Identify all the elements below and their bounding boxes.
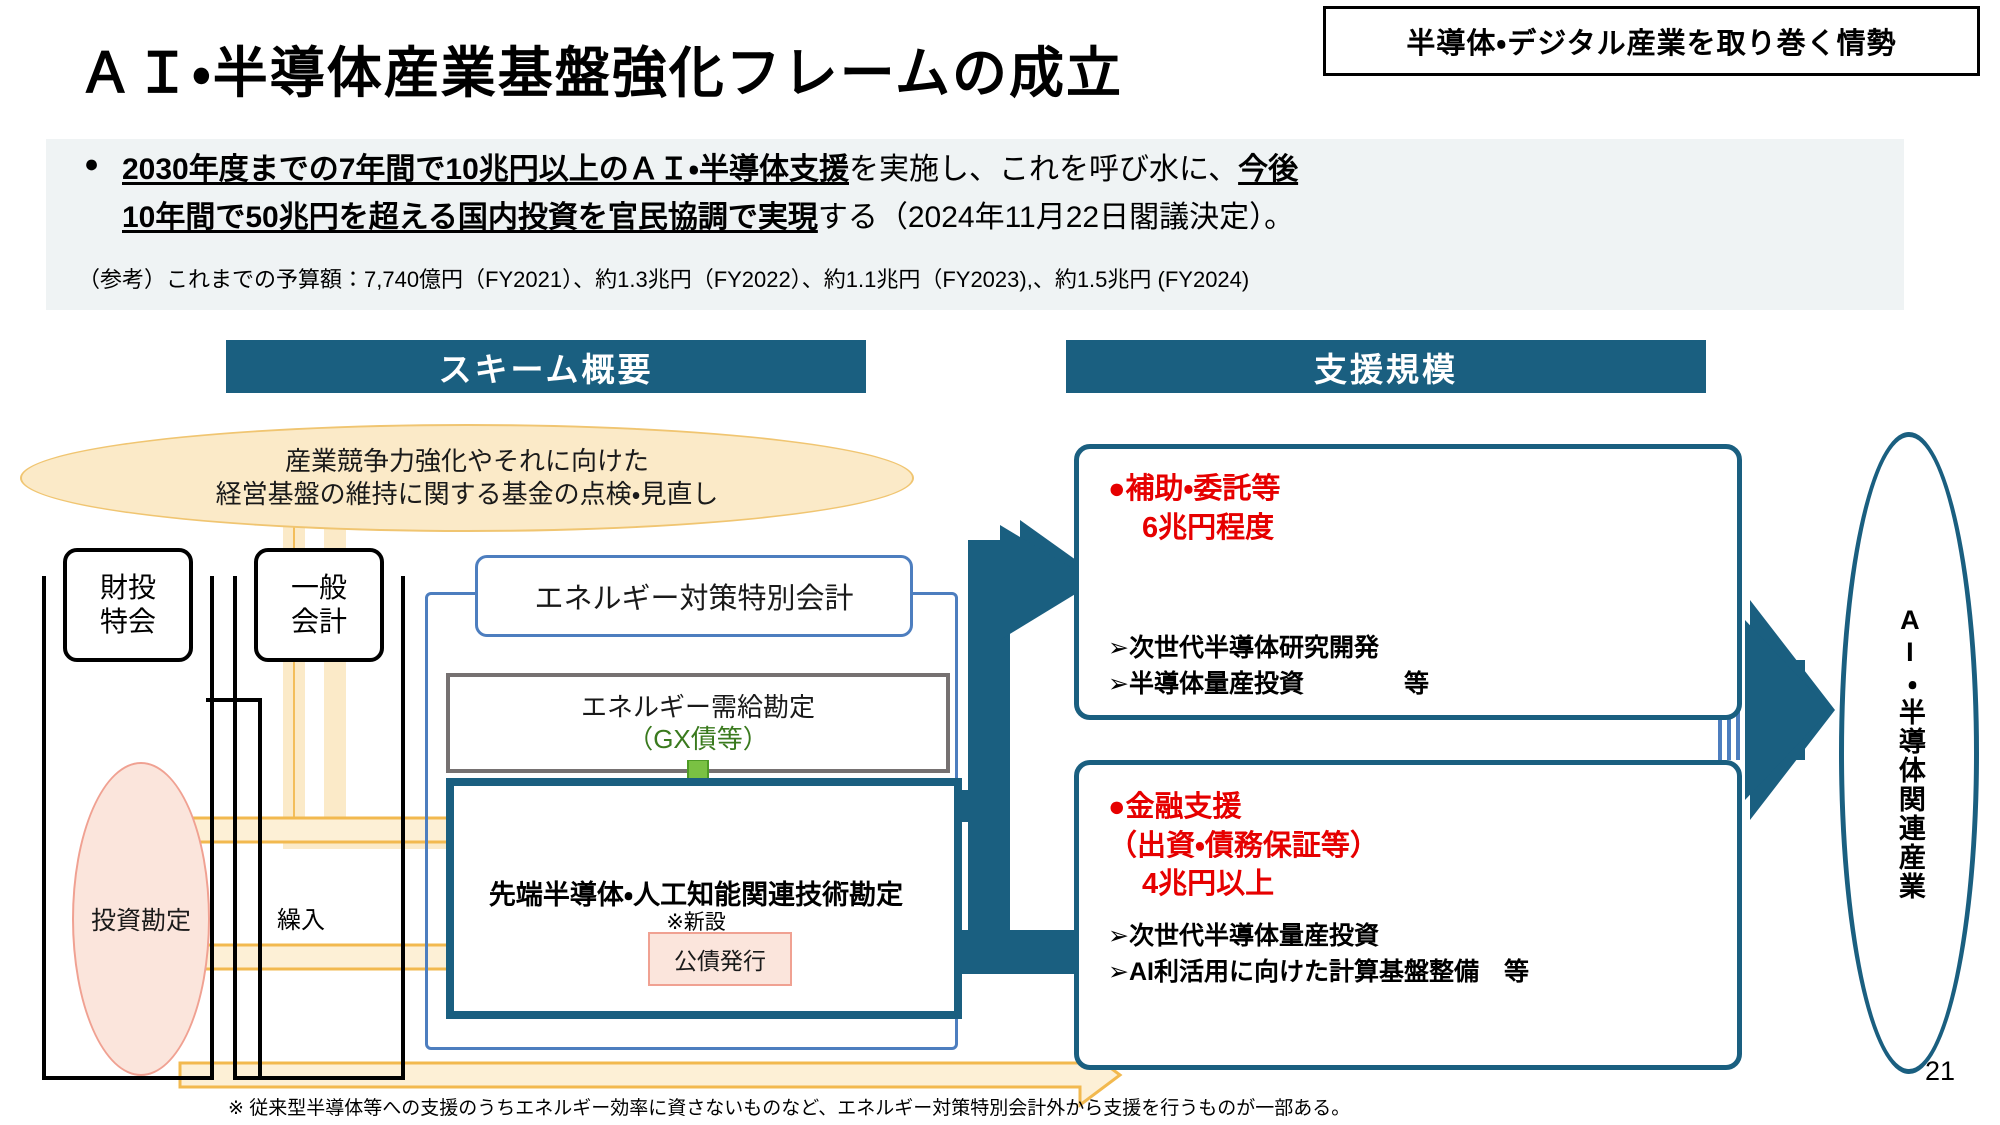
subsidy-support-box [1074,444,1742,720]
summary-band [46,139,1904,310]
zaito-chip-line2: 特会 [99,606,156,637]
page-title: ＡＩ・半導体産業基盤強化フレームの成立 [78,42,1124,104]
category-tag-label: 半導体・デジタル産業を取り巻く情勢 [1406,28,1897,60]
zaito-chip-line1: 財投 [99,572,156,604]
subsidy-support-heading: ●補助・委託等 6兆円程度 [1108,470,1280,547]
investment-account-label: 投資勘定 [90,907,191,935]
ippan-chip-line1: 一般 [290,572,347,604]
fund-review-ellipse: 産業競争力強化やそれに向けた 経営基盤の維持に関する基金の点検・見直し [20,424,914,532]
fund-review-line2: 経営基盤の維持に関する基金の点検・見直し [215,479,719,509]
page-number: 21 [1925,1056,1956,1086]
summary-line1-emphasis-b: 今後 [1238,153,1299,186]
summary-line2-emphasis: 10年間で50兆円を超える国内投資を官民協調で実現 [122,201,818,234]
gx-box-line1: エネルギー需給勘定 [580,691,815,722]
subsidy-item-2-label: 半導体量産投資 等 [1128,670,1429,699]
summary-reference-note: （参考）これまでの予算額：7,740億円（FY2021）、約1.3兆円（FY20… [78,267,1250,292]
subsidy-heading-line2: 6兆円程度 [1142,511,1275,544]
finance-list-item-2: ➢AI利活用に向けた計算基盤整備 等 [1108,954,1529,990]
financial-support-heading: ●金融支援 （出資・債務保証等） 4兆円以上 [1108,788,1379,904]
summary-line-1: 2030年度までの7年間で10兆円以上のＡＩ・半導体支援を実施し、これを呼び水に… [122,148,1882,192]
ippan-chip-line2: 会計 [290,606,347,637]
fund-review-line1: 産業競争力強化やそれに向けた [284,445,649,476]
finance-heading-line1: ●金融支援 [1108,791,1242,823]
category-tag-box: 半導体・デジタル産業を取り巻く情勢 [1323,6,1980,76]
finance-item-1-label: 次世代半導体量産投資 [1128,922,1379,950]
bond-issue-label: 公債発行 [674,948,766,974]
subsidy-list-item-2: ➢半導体量産投資 等 [1108,666,1429,702]
gx-box-line2: （GX債等） [627,724,769,754]
advanced-account-subtitle: ※新設 [666,911,726,934]
list-marker-icon: ➢ [1108,670,1129,699]
energy-special-account-title: エネルギー対策特別会計 [475,555,913,637]
ippan-account-chip: 一般 会計 [254,548,384,662]
section-header-scale: 支援規模 [1066,340,1706,393]
finance-heading-line3: 4兆円以上 [1142,868,1275,901]
advanced-account-title: 先端半導体・人工知能関連技術勘定 [488,880,904,910]
section-header-scheme-label: スキーム概要 [438,350,654,388]
outcome-industry-label: AI・半導体関連産業 [1894,605,1925,901]
summary-bullet-icon: ● [84,150,100,178]
outcome-industry-ellipse: AI・半導体関連産業 [1839,432,1979,1074]
finance-list-item-1: ➢次世代半導体量産投資 [1108,918,1529,954]
list-marker-icon: ➢ [1108,922,1129,950]
subsidy-heading-line1: ●補助・委託等 [1108,473,1281,505]
subsidy-list-item-1: ➢次世代半導体研究開発 [1108,630,1429,666]
summary-line2-plain: する（2024年11月22日閣議決定）。 [817,201,1295,234]
summary-line-2: 10年間で50兆円を超える国内投資を官民協調で実現する（2024年11月22日閣… [122,196,1902,240]
slide-footnote: ※ 従来型半導体等への支援のうちエネルギー効率に資さないものなど、エネルギー対策… [228,1098,1351,1119]
financial-support-box [1074,760,1742,1070]
section-header-scale-label: 支援規模 [1314,350,1458,388]
finance-item-2-label: AI利活用に向けた計算基盤整備 等 [1128,958,1529,987]
ippan-account-tube [233,576,405,1080]
summary-line1-emphasis-a: 2030年度までの7年間で10兆円以上のＡＩ・半導体支援 [122,153,849,186]
energy-supply-demand-account-box: エネルギー需給勘定 （GX債等） [446,673,950,773]
energy-special-account-label: エネルギー対策特別会計 [534,583,854,615]
list-marker-icon: ➢ [1108,634,1129,662]
investment-account-ellipse: 投資勘定 [72,762,210,1076]
bond-issue-box: 公債発行 [648,932,792,986]
financial-support-list: ➢次世代半導体量産投資 ➢AI利活用に向けた計算基盤整備 等 [1108,918,1529,991]
list-marker-icon: ➢ [1108,958,1129,987]
finance-heading-line2: （出資・債務保証等） [1108,829,1379,862]
summary-line1-plain: を実施し、これを呼び水に、 [849,153,1239,186]
zaito-account-tube [42,576,214,1080]
transfer-label: 繰入 [277,907,325,934]
section-header-scheme: スキーム概要 [226,340,866,393]
zaito-special-account-chip: 財投 特会 [63,548,193,662]
subsidy-support-list: ➢次世代半導体研究開発 ➢半導体量産投資 等 [1108,630,1429,703]
subsidy-item-1-label: 次世代半導体研究開発 [1128,634,1379,662]
